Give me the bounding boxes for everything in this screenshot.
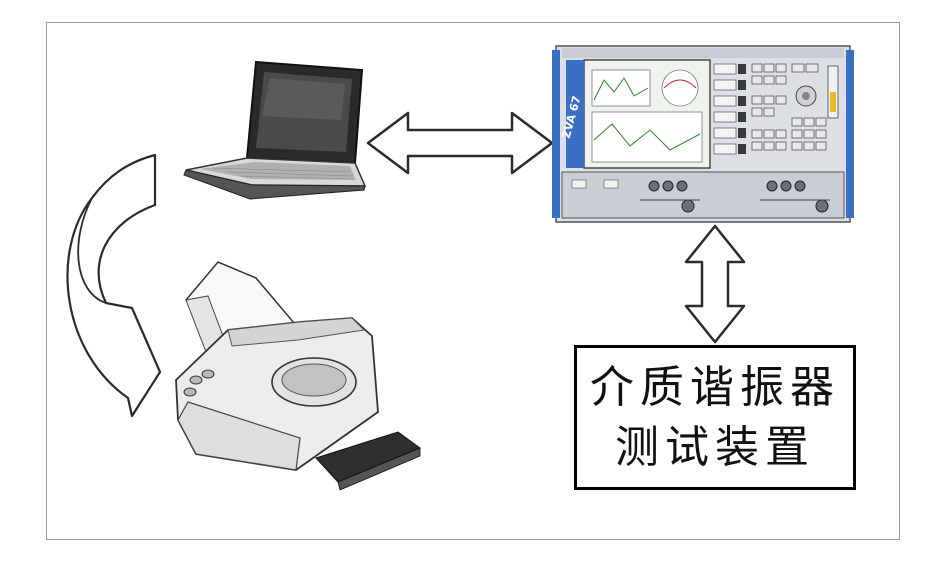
bidirectional-arrow-vertical [684, 224, 746, 344]
network-analyzer-icon: ZVA 67 [552, 45, 854, 223]
laptop-icon [183, 60, 367, 200]
bidirectional-arrow-horizontal [366, 111, 554, 175]
curved-arrow [66, 153, 162, 418]
device-label-line-2: 测试装置 [615, 421, 815, 473]
device-label-box: 介质谐振器 测试装置 [574, 345, 856, 490]
printer-icon [175, 261, 422, 491]
device-label-line-1: 介质谐振器 [590, 361, 840, 413]
